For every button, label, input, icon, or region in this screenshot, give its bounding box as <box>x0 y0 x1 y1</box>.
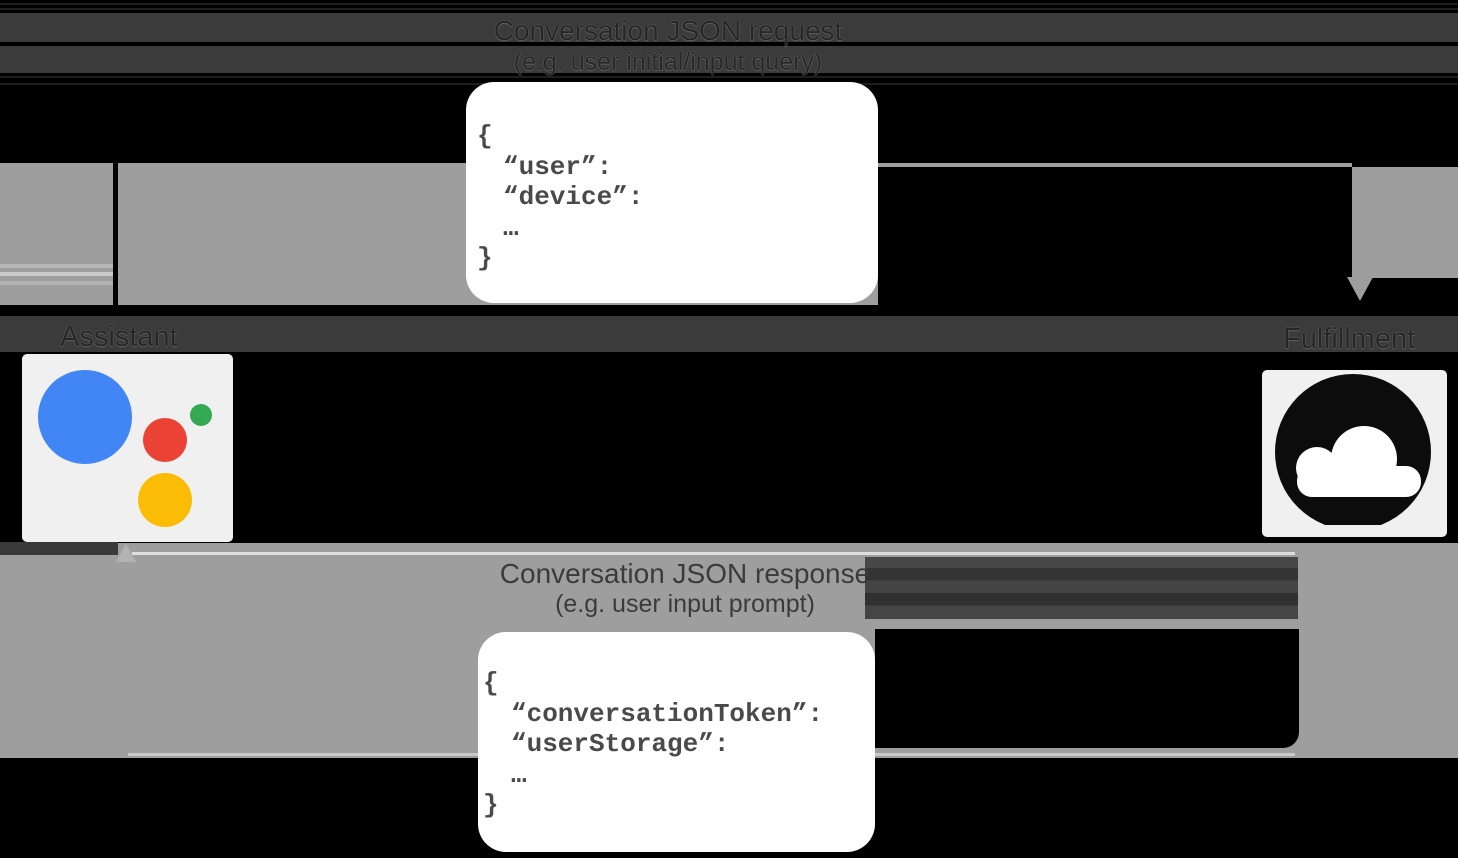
assistant-label: Assistant <box>60 321 178 353</box>
code-line: … <box>503 212 519 243</box>
code-line: “userStorage”: <box>511 729 730 759</box>
code-line: “conversationToken”: <box>511 698 824 729</box>
node-labels-band <box>0 316 1458 352</box>
code-line: “user”: <box>503 151 613 182</box>
assistant-logo-green-dot <box>190 404 212 426</box>
fulfillment-label: Fulfillment <box>1283 323 1416 355</box>
response-arrow-left-segment <box>0 163 113 305</box>
assistant-logo-yellow-circle <box>138 473 192 527</box>
request-title-band <box>0 13 1458 42</box>
code-line: } <box>477 243 493 273</box>
request-arrow-title: Conversation JSON request <box>493 15 843 46</box>
request-json-box: { “user”: “device”: … } <box>466 82 878 303</box>
cloud-icon <box>1275 374 1431 525</box>
fulfillment-tile <box>1262 370 1447 537</box>
code-line: “device”: <box>503 182 644 212</box>
request-arrow-top-edge <box>878 163 1352 167</box>
response-json-box: { “conversationToken”: “userStorage”: … … <box>478 632 875 852</box>
arrow-highlight-stripe <box>0 281 113 285</box>
request-arrow-subtitle: (e.g. user initial/input query) <box>513 48 823 76</box>
code-line: … <box>511 759 527 790</box>
up-arrowhead-icon <box>116 544 136 562</box>
code-line: { <box>483 668 499 698</box>
response-band-overlay <box>865 557 1298 619</box>
code-line: } <box>483 790 499 820</box>
arrow-highlight-stripe <box>0 272 113 276</box>
artifact-stripe <box>0 8 1458 10</box>
assistant-logo-blue-circle <box>38 370 132 464</box>
code-line: { <box>477 121 493 151</box>
response-arrow-dark-strip <box>0 542 118 555</box>
response-arrow-title: Conversation JSON response <box>499 558 871 589</box>
arrow-highlight-stripe <box>0 264 113 268</box>
response-arrow-subtitle: (e.g. user input prompt) <box>555 590 815 618</box>
response-arrow-inner-edge <box>132 552 1295 555</box>
request-subtitle-band <box>0 46 1458 73</box>
response-arrow-cutout <box>875 629 1299 748</box>
artifact-stripe <box>0 3 1458 5</box>
down-arrowhead-icon <box>1347 277 1373 301</box>
request-arrow-right-segment <box>1352 167 1458 278</box>
artifact-stripe <box>0 76 1458 78</box>
assistant-tile <box>22 354 233 542</box>
assistant-logo-red-circle <box>143 418 187 462</box>
